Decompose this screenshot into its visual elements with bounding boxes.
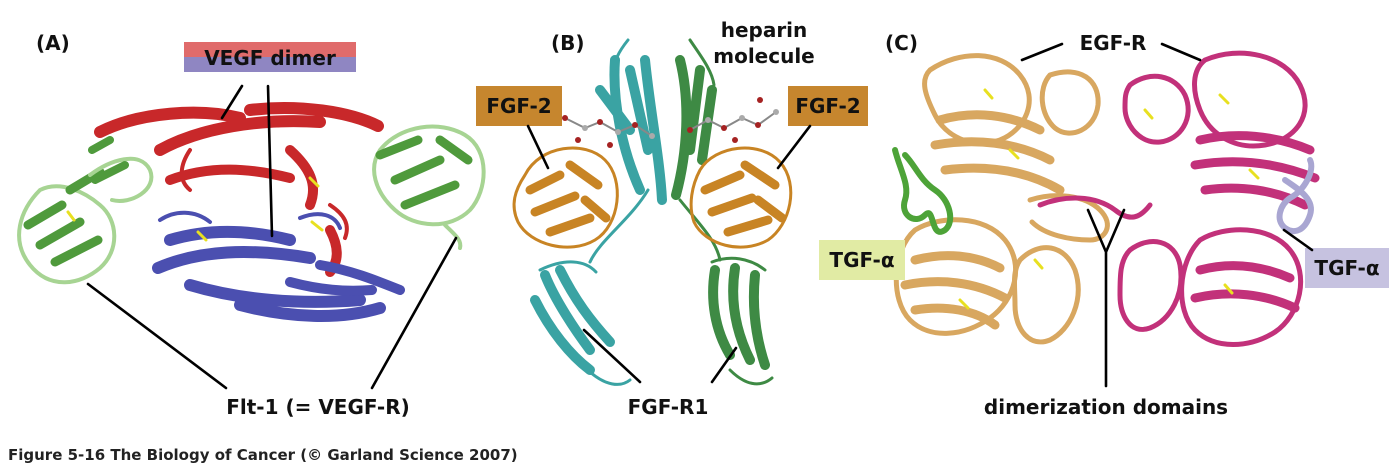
egfr-tan-monomer: [893, 53, 1110, 345]
panel-a: (A) VEGF dimer: [17, 31, 486, 419]
heparin-label-line1: heparin: [721, 18, 808, 42]
flt1-leader-left: [86, 282, 228, 390]
panel-b: (B) heparin molecule FGF-2 FGF-2: [476, 18, 868, 419]
fgfr1-leader-left: [582, 328, 642, 384]
panel-c-letter: (C): [885, 31, 918, 55]
tgf-alpha-left-ligand: [892, 147, 954, 235]
figure-caption: Figure 5-16 The Biology of Cancer (© Gar…: [8, 446, 518, 464]
fgfr1-teal-chain: [530, 38, 667, 386]
tgf-alpha-right-ligand: [1276, 157, 1315, 235]
tgf-alpha-left-label-box: [819, 240, 905, 280]
flt1-leader-right: [370, 236, 458, 390]
fgf2-left-domain: [512, 146, 619, 249]
heparin-molecule-left: [562, 115, 655, 148]
fgf2-left-label: FGF-2: [486, 94, 551, 118]
flt1-left-domain: [17, 136, 154, 285]
vegf-dimer-leader-red: [220, 84, 244, 120]
egfr-label: EGF-R: [1080, 31, 1147, 55]
fgfr1-label: FGF-R1: [628, 395, 709, 419]
fgfr1-green-chain: [671, 38, 774, 386]
panel-c: (C) EGF-R TGF-α: [819, 31, 1389, 419]
dimerization-domains-label: dimerization domains: [984, 395, 1228, 419]
vegf-dimer-label-box: [184, 42, 356, 72]
fgfr1-leader-right: [710, 346, 738, 384]
flt1-label: Flt-1 (= VEGF-R): [226, 395, 410, 419]
panel-b-letter: (B): [551, 31, 585, 55]
fgf2-left-label-box: [476, 86, 562, 126]
panel-a-letter: (A): [36, 31, 70, 55]
vegf-dimer-leader-blue: [266, 84, 274, 238]
vegf-blue-monomer: [152, 210, 405, 322]
vegf-disulfide-bonds: [66, 176, 324, 242]
egfr-disulfide-bonds: [958, 88, 1260, 310]
egfr-leader-left: [1020, 42, 1064, 62]
heparin-label-line2: molecule: [713, 44, 815, 68]
tgf-alpha-left-label: TGF-α: [829, 248, 894, 272]
fgf2-right-leader: [776, 124, 812, 170]
tgf-alpha-right-label-box: [1305, 248, 1389, 288]
flt1-right-domain: [372, 124, 486, 250]
fgf2-right-label: FGF-2: [795, 94, 860, 118]
fgf2-left-leader: [526, 124, 550, 170]
dimerization-leader: [1086, 208, 1126, 388]
egfr-magenta-monomer: [1037, 50, 1320, 347]
fgf2-right-label-box: [788, 86, 868, 126]
egfr-leader-right: [1160, 42, 1202, 62]
tgf-alpha-right-leader: [1282, 228, 1314, 252]
heparin-molecule-right: [687, 97, 779, 143]
tgf-alpha-right-label: TGF-α: [1314, 256, 1379, 280]
vegf-dimer-label: VEGF dimer: [204, 46, 336, 70]
fgf2-right-domain: [689, 146, 793, 249]
